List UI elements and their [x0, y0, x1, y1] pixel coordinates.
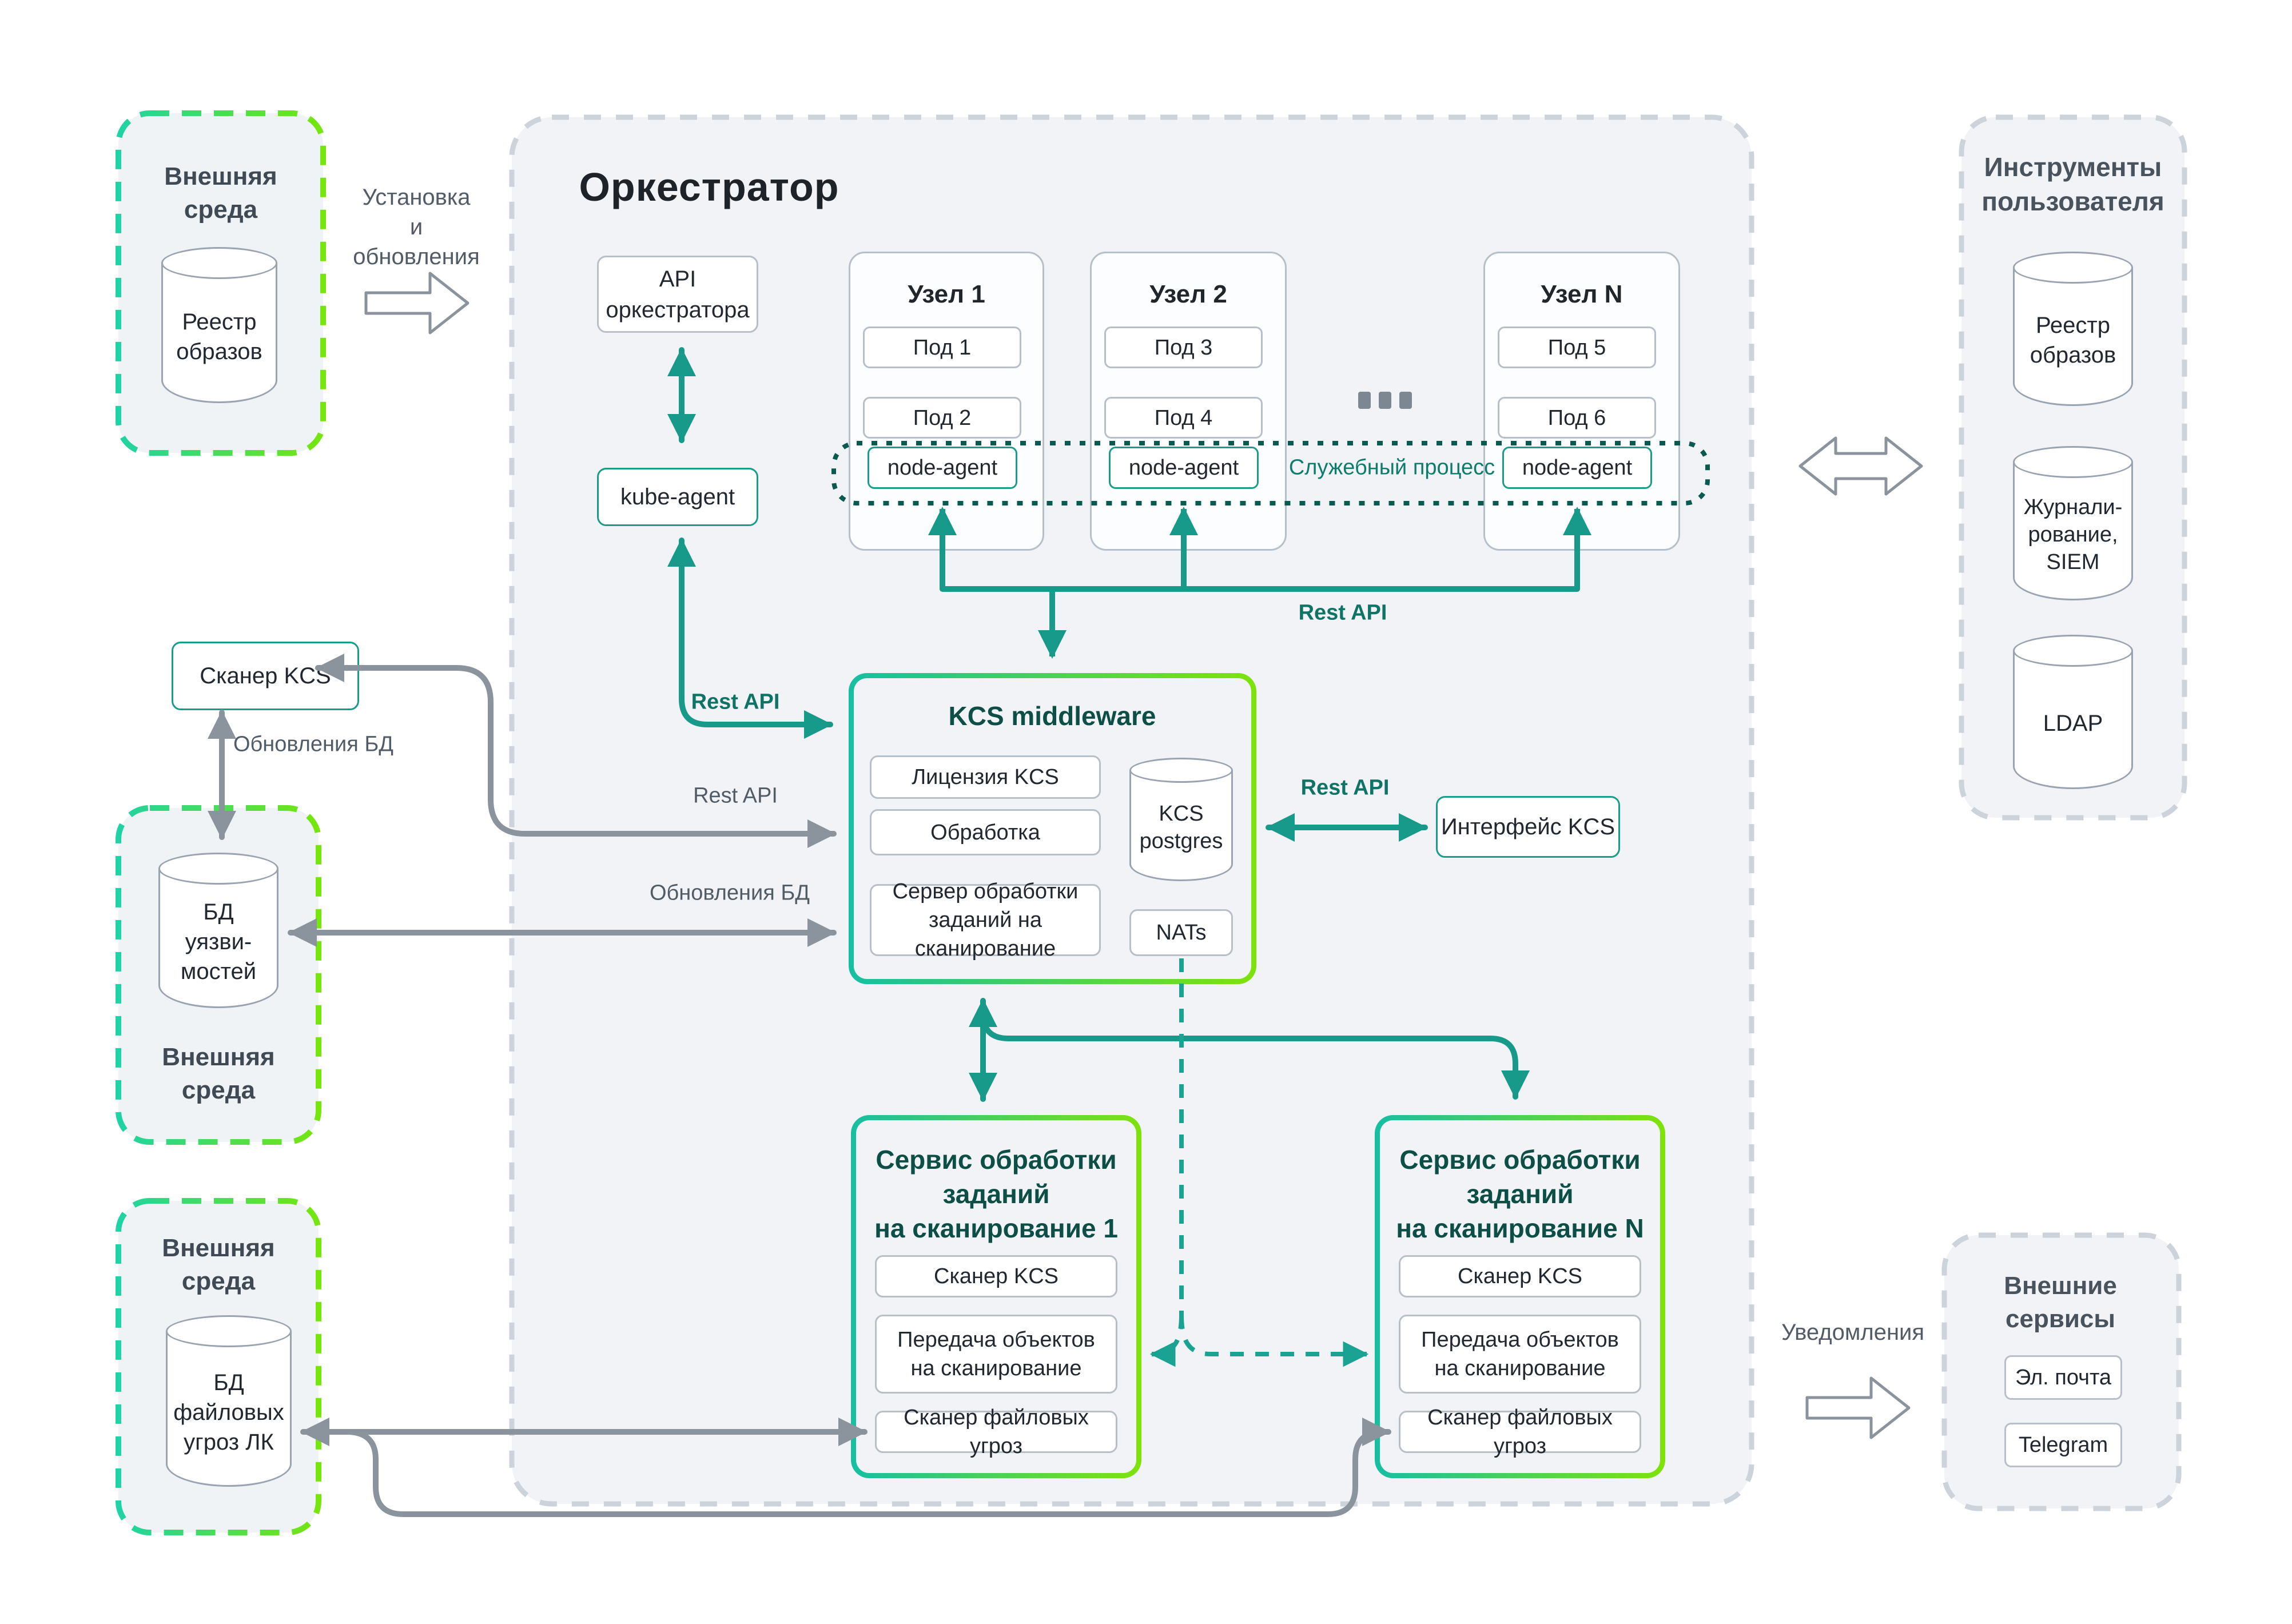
node-2-title: Узел 2	[1149, 280, 1227, 308]
telegram-box: Telegram	[2004, 1423, 2122, 1467]
ellipsis-icon	[1358, 392, 1412, 409]
scanner-kcs-box: Сканер KCS	[172, 642, 359, 710]
interface-kcs-box: Интерфейс KCS	[1436, 796, 1620, 858]
notifications-label: Уведомления	[1781, 1320, 1925, 1345]
pod-5-box: Под 5	[1498, 327, 1656, 368]
pod-6-box: Под 6	[1498, 397, 1656, 439]
service-1-file-scanner-box: Сканер файловых угроз	[875, 1406, 1117, 1458]
pod-2-box: Под 2	[863, 397, 1021, 439]
pod-1-box: Под 1	[863, 327, 1021, 368]
db-updates-vertical-label: Обновления БД	[233, 732, 394, 757]
pod-4-box: Под 4	[1104, 397, 1263, 439]
nats-box: NATs	[1129, 909, 1233, 956]
node-1-title: Узел 1	[908, 280, 985, 308]
db-updates-horizontal-label: Обновления БД	[649, 881, 810, 905]
node-agent-n-box: node-agent	[1502, 447, 1652, 489]
rest-api-interface-label: Rest API	[1300, 775, 1390, 800]
kube-agent-box: kube-agent	[597, 468, 758, 526]
siem-cylinder: Журнали-рование,SIEM	[2013, 446, 2133, 600]
email-box: Эл. почта	[2004, 1355, 2122, 1400]
kcs-middleware-title: KCS middleware	[948, 701, 1156, 731]
ldap-cylinder: LDAP	[2013, 635, 2133, 789]
service-1-scanner-box: Сканер KCS	[875, 1255, 1117, 1297]
rest-api-kube-label: Rest API	[691, 690, 780, 714]
rest-api-scanner-label: Rest API	[693, 783, 778, 808]
service-n-file-scanner-box: Сканер файловых угроз	[1399, 1406, 1641, 1458]
kcs-license-box: Лицензия KCS	[870, 755, 1101, 799]
service-process-label: Служебный процесс	[1288, 455, 1495, 480]
service-n-scanner-box: Сканер KCS	[1399, 1255, 1641, 1297]
node-n-title: Узел N	[1541, 280, 1623, 308]
orchestrator-title: Оркестратор	[579, 165, 839, 209]
rest-api-nodes-label: Rest API	[1298, 600, 1387, 625]
node-agent-1-box: node-agent	[868, 447, 1017, 489]
processing-box: Обработка	[870, 809, 1101, 855]
node-agent-2-box: node-agent	[1109, 447, 1259, 489]
pod-3-box: Под 3	[1104, 327, 1263, 368]
